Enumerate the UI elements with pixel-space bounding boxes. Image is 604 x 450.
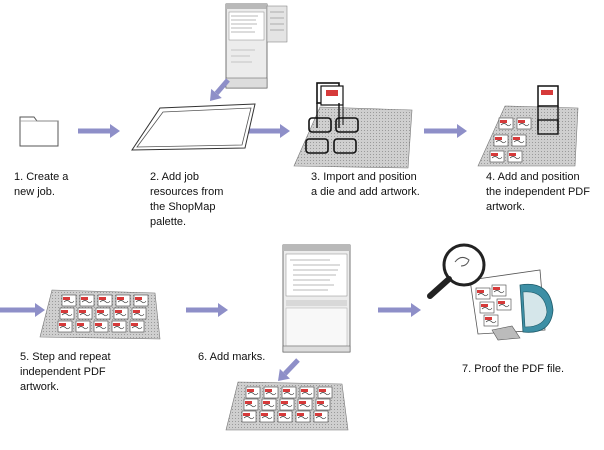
arrow-palette-to-sheet — [278, 358, 300, 381]
step-4-caption: 4. Add and position the independent PDF … — [486, 171, 590, 213]
step-6-caption: 6. Add marks. — [198, 351, 266, 363]
step-7-caption: 7. Proof the PDF file. — [462, 363, 565, 375]
folder-icon — [19, 116, 59, 147]
artwork-card — [241, 410, 257, 423]
step-repeat-plate — [39, 289, 161, 340]
artwork-card — [75, 320, 91, 333]
artwork-card — [279, 398, 295, 411]
step-1-caption: 1. Create a new job. — [14, 171, 69, 198]
shopmap-palette-icon — [225, 3, 288, 89]
artwork-card — [111, 320, 127, 333]
artwork-card — [299, 386, 315, 399]
artwork-card — [95, 307, 111, 320]
monitor-icon — [469, 269, 554, 341]
step-3-caption: 3. Import and position a die and add art… — [311, 171, 420, 198]
artwork-card — [131, 307, 147, 320]
arrow-into-step5 — [0, 303, 45, 317]
pdf-artwork-plate — [477, 85, 579, 167]
arrow-step6-to-step7 — [378, 303, 421, 317]
job-plate — [131, 103, 256, 151]
artwork-card — [79, 294, 95, 307]
artwork-card — [97, 294, 113, 307]
artwork-card — [129, 320, 145, 333]
artwork-card — [259, 410, 275, 423]
artwork-card — [263, 386, 279, 399]
artwork-card — [243, 398, 259, 411]
artwork-card — [59, 307, 75, 320]
artwork-card — [261, 398, 277, 411]
die-plate — [293, 106, 413, 169]
artwork-card — [315, 398, 331, 411]
artwork-card — [57, 320, 73, 333]
magnifier-icon — [427, 243, 486, 299]
arrow-step5-to-step6 — [186, 303, 228, 317]
artwork-card — [133, 294, 149, 307]
artwork-card — [245, 386, 261, 399]
arrow-step2-to-step3 — [248, 124, 290, 138]
arrow-step3-to-step4 — [424, 124, 467, 138]
artwork-card — [281, 386, 297, 399]
arrow-step1-to-step2 — [78, 124, 120, 138]
artwork-card — [77, 307, 93, 320]
marks-palette-icon — [282, 244, 351, 353]
artwork-card — [295, 410, 311, 423]
artwork-card — [113, 307, 129, 320]
artwork-box — [316, 82, 344, 128]
step-2-caption: 2. Add job resources from the ShopMap pa… — [150, 171, 224, 228]
arrow-palette-to-plate — [210, 78, 230, 101]
step-5-caption: 5. Step and repeat independent PDF artwo… — [20, 351, 111, 393]
artwork-card — [277, 410, 293, 423]
artwork-card — [61, 294, 77, 307]
artwork-card — [297, 398, 313, 411]
marked-sheet — [225, 381, 349, 431]
artwork-card — [317, 386, 333, 399]
artwork-card — [313, 410, 329, 423]
artwork-card — [115, 294, 131, 307]
artwork-card — [93, 320, 109, 333]
